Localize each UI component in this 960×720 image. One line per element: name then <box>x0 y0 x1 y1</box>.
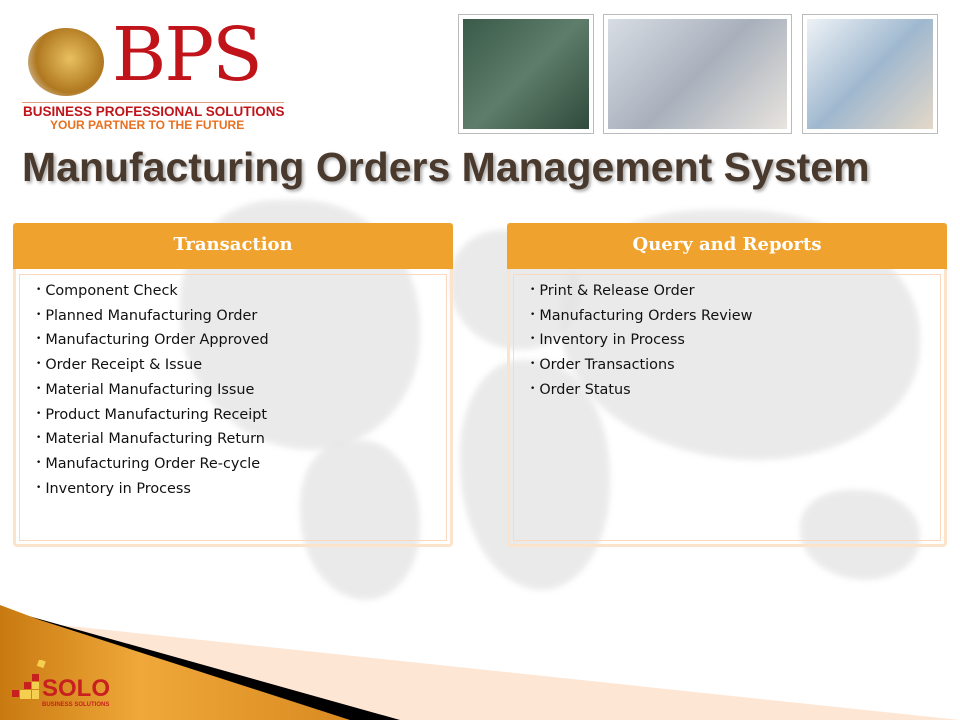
page-title: Manufacturing Orders Management System <box>22 144 870 190</box>
bps-logo: BPS BUSINESS PROFESSIONAL SOLUTIONS YOUR… <box>20 18 290 134</box>
transaction-item[interactable]: Inventory in Process <box>36 477 446 502</box>
logo-tagline: YOUR PARTNER TO THE FUTURE <box>50 118 245 132</box>
report-item[interactable]: Print & Release Order <box>530 279 940 304</box>
transaction-item[interactable]: Manufacturing Order Approved <box>36 328 446 353</box>
transaction-item[interactable]: Manufacturing Order Re-cycle <box>36 452 446 477</box>
report-item[interactable]: Order Transactions <box>530 353 940 378</box>
transaction-header: Transaction <box>13 223 453 269</box>
photo-teacher <box>458 14 594 134</box>
globe-icon <box>28 28 104 96</box>
transaction-item[interactable]: Component Check <box>36 279 446 304</box>
logo-name: BUSINESS PROFESSIONAL SOLUTIONS <box>23 104 285 119</box>
solo-logo: SOLO BUSINESS SOLUTIONS <box>12 660 110 708</box>
transaction-item[interactable]: Material Manufacturing Return <box>36 427 446 452</box>
transaction-panel: Transaction Component Check Planned Manu… <box>13 223 453 547</box>
solo-subtitle: BUSINESS SOLUTIONS <box>42 702 109 708</box>
transaction-item[interactable]: Product Manufacturing Receipt <box>36 403 446 428</box>
photo-meeting <box>603 14 792 134</box>
solo-text: SOLO <box>42 675 110 702</box>
reports-panel: Query and Reports Print & Release Order … <box>507 223 947 547</box>
transaction-item[interactable]: Material Manufacturing Issue <box>36 378 446 403</box>
logo-brand: BPS <box>112 12 263 98</box>
report-item[interactable]: Manufacturing Orders Review <box>530 304 940 329</box>
transaction-item[interactable]: Planned Manufacturing Order <box>36 304 446 329</box>
report-item[interactable]: Order Status <box>530 378 940 403</box>
report-item[interactable]: Inventory in Process <box>530 328 940 353</box>
world-map-background <box>800 490 920 580</box>
logo-divider <box>22 102 284 103</box>
reports-header: Query and Reports <box>507 223 947 269</box>
photo-phone <box>802 14 938 134</box>
transaction-item[interactable]: Order Receipt & Issue <box>36 353 446 378</box>
